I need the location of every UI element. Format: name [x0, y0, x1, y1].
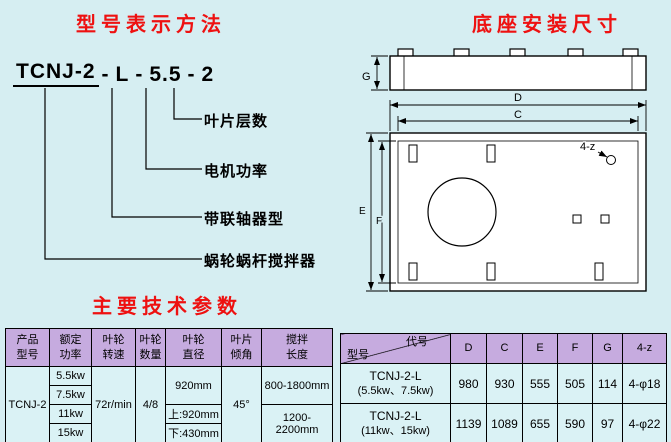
callout-line-power [145, 88, 202, 170]
spec-col-rated-power: 额定功率 [49, 328, 92, 367]
spec-header-row: 产品型号 额定功率 叶轮转速 叶轮数量 叶轮直径 叶片倾角 搅拌长度 [5, 328, 333, 367]
callout-line-coupling [111, 88, 202, 218]
spec-row: 11kw 上:920mm 1200-2200mm [6, 404, 333, 442]
dim-label-f: F [376, 216, 382, 227]
corner-label-code: 代号 [406, 336, 428, 348]
dims-cell-4z: 4-φ18 [622, 363, 667, 404]
base-side-view [389, 48, 647, 91]
dims-cell-model: TCNJ-2-L (5.5kw、7.5kw) [340, 363, 451, 404]
dims-cell-e: 555 [522, 363, 558, 404]
dims-col-4z: 4-z [622, 333, 667, 364]
spec-cell-model: TCNJ-2 [5, 366, 50, 442]
dim-g-lines [371, 55, 388, 91]
dims-col-g: G [592, 333, 623, 364]
callout-blade-layers: 叶片层数 [204, 113, 269, 130]
dims-corner-cell: 代号 型号 [340, 333, 451, 364]
dims-header-row: 代号 型号 D C E F G 4-z [340, 333, 667, 364]
spec-col-impeller-count: 叶轮数量 [135, 328, 166, 367]
dims-cell-f: 590 [557, 403, 593, 442]
spec-table: 产品型号 额定功率 叶轮转速 叶轮数量 叶轮直径 叶片倾角 搅拌长度 TCNJ-… [5, 328, 333, 442]
spec-cell-power-3: 11kw [49, 404, 92, 424]
dims-cell-d: 1139 [450, 403, 487, 442]
spec-cell-power-1: 5.5kw [49, 366, 92, 386]
spec-col-label: 叶轮转速 [102, 334, 125, 361]
dim-label-c: C [514, 109, 522, 121]
dim-label-d: D [514, 92, 522, 104]
callout-motor-power: 电机功率 [204, 163, 269, 180]
model-code-separator: - [187, 63, 196, 86]
spec-row: 7.5kw [6, 385, 333, 405]
spec-col-mixing-length: 搅拌长度 [261, 328, 333, 367]
corner-label-model: 型号 [347, 348, 369, 361]
dims-model-variant: (11kw、15kw) [361, 425, 430, 438]
callout-worm-gear-agitator: 蜗轮蜗杆搅拌器 [204, 253, 317, 270]
dims-col-d: D [450, 333, 487, 364]
model-code-power: 5.5 [149, 63, 182, 86]
spec-cell-diameter-upper: 上:920mm [165, 404, 222, 424]
dim-label-e: E [359, 206, 366, 217]
callout-line-layers [173, 88, 202, 120]
dims-model-name: TCNJ-2-L [369, 368, 422, 383]
spec-col-label: 搅拌长度 [286, 334, 308, 361]
spec-cell-power-4: 15kw [49, 423, 92, 442]
spec-cell-diameter-lower: 下:430mm [165, 423, 222, 442]
spec-row: TCNJ-2 5.5kw 72r/min 4/8 920mm 45° 800-1… [5, 366, 333, 442]
section-title-tech-params: 主要技术参数 [92, 296, 242, 318]
spec-cell-angle: 45° [221, 366, 262, 442]
spec-col-product-model: 产品型号 [5, 328, 50, 367]
dims-row: TCNJ-2-L (11kw、15kw) 1139 1089 655 590 9… [340, 403, 667, 442]
dim-d-c-lines [389, 100, 647, 131]
dims-table: 代号 型号 D C E F G 4-z TCNJ-2-L (5.5kw、7.5k… [340, 333, 667, 442]
model-code-callout-lines [44, 88, 202, 260]
spec-cell-diameter-small: 920mm [165, 366, 222, 405]
spec-col-blade-angle: 叶片倾角 [221, 328, 262, 367]
dims-cell-g: 114 [592, 363, 623, 404]
model-code-layers: 2 [201, 63, 215, 86]
dims-col-e: E [522, 333, 558, 364]
dims-cell-f: 505 [557, 363, 593, 404]
spec-row: 15kw 下:430mm [6, 423, 333, 442]
spec-col-impeller-speed: 叶轮转速 [91, 328, 136, 367]
dims-cell-e: 655 [522, 403, 558, 442]
spec-col-label: 叶轮数量 [139, 334, 162, 361]
dims-cell-d: 980 [450, 363, 487, 404]
spec-col-label: 产品型号 [16, 334, 39, 361]
holes-callout-label: 4-z [580, 141, 595, 153]
spec-cell-speed: 72r/min [91, 366, 136, 442]
model-code-separator: - [135, 63, 144, 86]
spec-cell-length-large: 1200-2200mm [261, 404, 333, 442]
spec-cell-length-small: 800-1800mm [261, 366, 333, 405]
dims-cell-model: TCNJ-2-L (11kw、15kw) [340, 403, 451, 442]
dim-label-g: G [362, 71, 371, 83]
spec-col-label: 额定功率 [59, 334, 82, 361]
callout-coupling-type: 带联轴器型 [204, 211, 285, 228]
spec-col-label: 叶轮直径 [182, 334, 205, 361]
base-plan-view [389, 132, 647, 292]
model-code-separator: - [101, 63, 110, 86]
spec-cell-count: 4/8 [135, 366, 166, 442]
dim-e-f-lines [366, 132, 396, 292]
dims-cell-c: 930 [486, 363, 523, 404]
dims-col-f: F [557, 333, 593, 364]
model-code-series: TCNJ-2 [13, 60, 99, 87]
spec-col-label: 叶片倾角 [230, 334, 253, 361]
spec-col-impeller-diameter: 叶轮直径 [165, 328, 222, 367]
callout-line-series [44, 88, 202, 260]
dims-cell-4z: 4-φ22 [622, 403, 667, 442]
dims-cell-g: 97 [592, 403, 623, 442]
dims-model-variant: (5.5kw、7.5kw) [357, 385, 434, 398]
section-title-model-method: 型号表示方法 [76, 14, 226, 36]
section-title-base-dims: 底座安装尺寸 [472, 14, 622, 36]
dims-col-c: C [486, 333, 523, 364]
model-code-coupling: L [115, 63, 130, 86]
model-code: TCNJ-2 - L - 5.5 - 2 [13, 60, 217, 87]
spec-cell-power-2: 7.5kw [49, 385, 92, 405]
base-installation-drawing: G D C 4-z [358, 48, 647, 292]
dims-cell-c: 1089 [486, 403, 523, 442]
dims-row: TCNJ-2-L (5.5kw、7.5kw) 980 930 555 505 1… [340, 363, 667, 404]
dims-model-name: TCNJ-2-L [369, 408, 422, 423]
